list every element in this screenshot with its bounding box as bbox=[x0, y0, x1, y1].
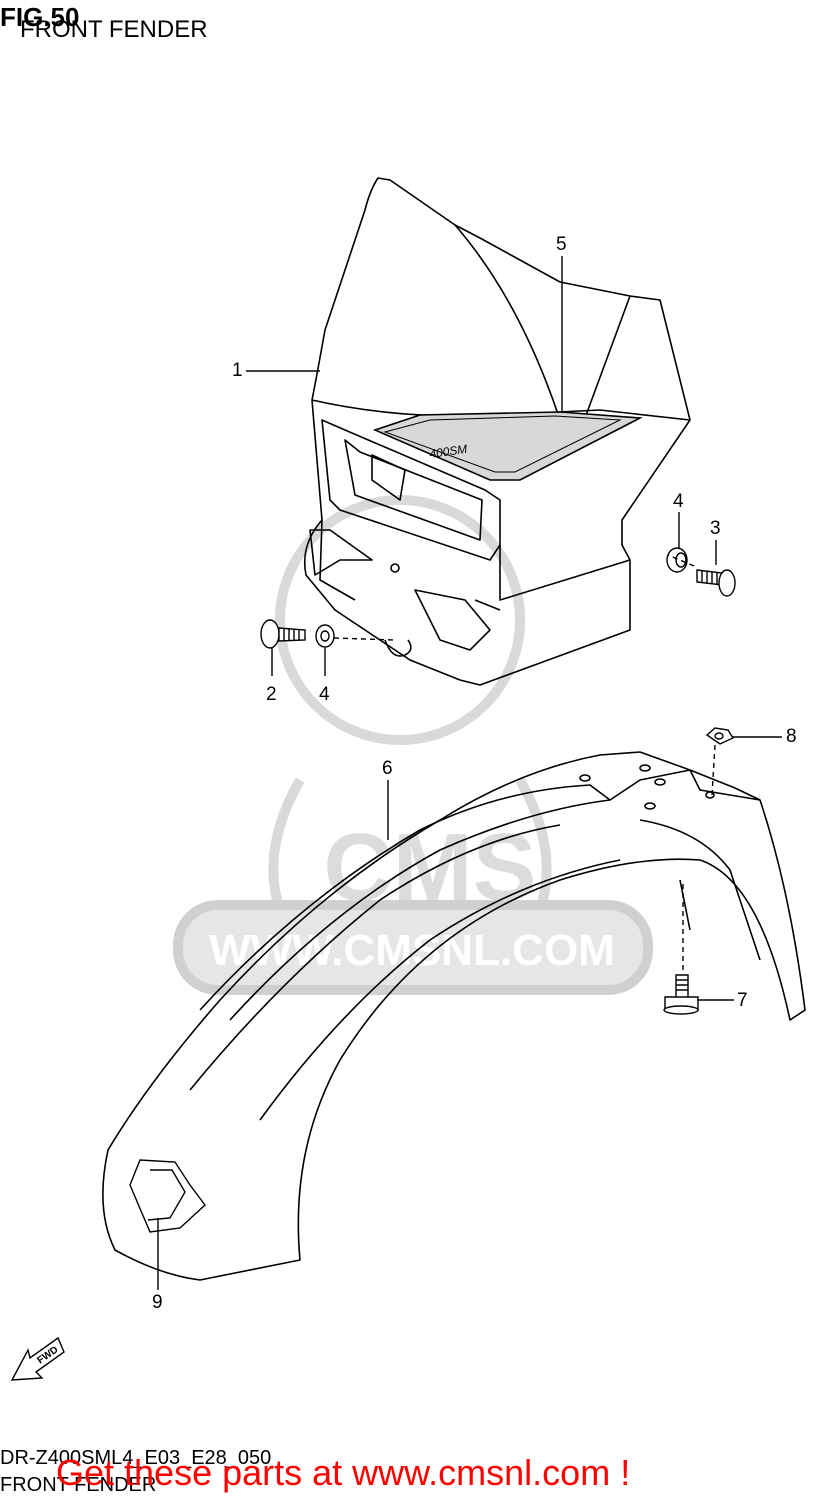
fender-hole-2 bbox=[639, 764, 651, 772]
fender-hole-4 bbox=[644, 802, 656, 810]
watermark-banner bbox=[173, 900, 653, 995]
callout-4-left: 4 bbox=[319, 684, 330, 705]
assembly-line-4 bbox=[333, 637, 396, 641]
fender-hole-5 bbox=[705, 791, 715, 799]
callout-2: 2 bbox=[266, 684, 277, 705]
callout-4-right: 4 bbox=[673, 491, 684, 512]
front-fender bbox=[102, 751, 806, 1281]
grommet-part-4-left bbox=[315, 624, 335, 648]
fender-channel-2 bbox=[259, 859, 621, 1121]
watermark-body-right bbox=[515, 777, 552, 912]
headlight-lens-shadow bbox=[371, 454, 406, 501]
nut-part-8 bbox=[705, 727, 735, 745]
fender-inner-edge bbox=[679, 879, 691, 931]
fender-channel-1 bbox=[189, 824, 561, 1091]
cowl-vent-center bbox=[414, 589, 491, 651]
cowl-decal: 400SM bbox=[372, 411, 643, 481]
headlight-inner bbox=[344, 439, 483, 541]
screw-part-3 bbox=[696, 569, 736, 597]
leader-lines bbox=[157, 256, 782, 1290]
cowl-side-left bbox=[319, 519, 356, 601]
fender-top-edge bbox=[609, 769, 691, 801]
bolt-part-2 bbox=[260, 619, 306, 649]
callout-6: 6 bbox=[382, 758, 393, 779]
fender-outline bbox=[102, 751, 806, 1281]
callout-8: 8 bbox=[786, 726, 797, 747]
fwd-arrow: FWD bbox=[10, 1336, 65, 1381]
cms-watermark bbox=[173, 495, 653, 995]
cowl-outline bbox=[303, 177, 691, 686]
callout-3: 3 bbox=[710, 518, 721, 539]
screen-crease-right bbox=[584, 295, 631, 419]
screen-crease bbox=[454, 224, 561, 421]
cowl-detail-line bbox=[474, 599, 501, 611]
callout-1: 1 bbox=[232, 360, 243, 381]
watermark-head-circle bbox=[275, 495, 525, 745]
callout-5: 5 bbox=[556, 234, 567, 255]
cowl-mount-tab bbox=[384, 639, 412, 657]
decal-model-text: 400SM bbox=[428, 442, 468, 461]
diagram-code: DR-Z400SML4_E03_E28_050 bbox=[0, 1447, 272, 1469]
watermark-url: WWW.CMSNL.COM bbox=[209, 926, 615, 975]
callout-9: 9 bbox=[152, 1292, 163, 1313]
watermark-brand: CMS bbox=[323, 814, 536, 921]
cowl-bolt-hole bbox=[390, 563, 400, 573]
promo-link[interactable]: Get these parts at www.cmsnl.com ! bbox=[56, 1452, 631, 1493]
cowl-side-right bbox=[499, 545, 631, 601]
watermark-body-left bbox=[268, 777, 305, 912]
fender-hole-1 bbox=[579, 774, 591, 782]
fender-hole-3 bbox=[654, 778, 666, 786]
fender-emblem bbox=[129, 1159, 206, 1233]
figure-title: FIG.50 bbox=[0, 2, 80, 32]
footer-subtitle: FRONT FENDER bbox=[0, 1474, 157, 1496]
grommet-part-4-right bbox=[666, 547, 688, 573]
fender-side-curve bbox=[639, 819, 761, 961]
figure-subtitle: FRONT FENDER bbox=[20, 16, 208, 43]
assembly-line-8 bbox=[711, 744, 716, 796]
fender-top-ridge bbox=[199, 784, 611, 1021]
fender-mount-step bbox=[689, 769, 761, 801]
callout-7: 7 bbox=[737, 990, 748, 1011]
bolt-part-7 bbox=[663, 974, 699, 1015]
cowl-vent-left bbox=[309, 529, 373, 576]
assembly-line-3 bbox=[667, 554, 695, 567]
